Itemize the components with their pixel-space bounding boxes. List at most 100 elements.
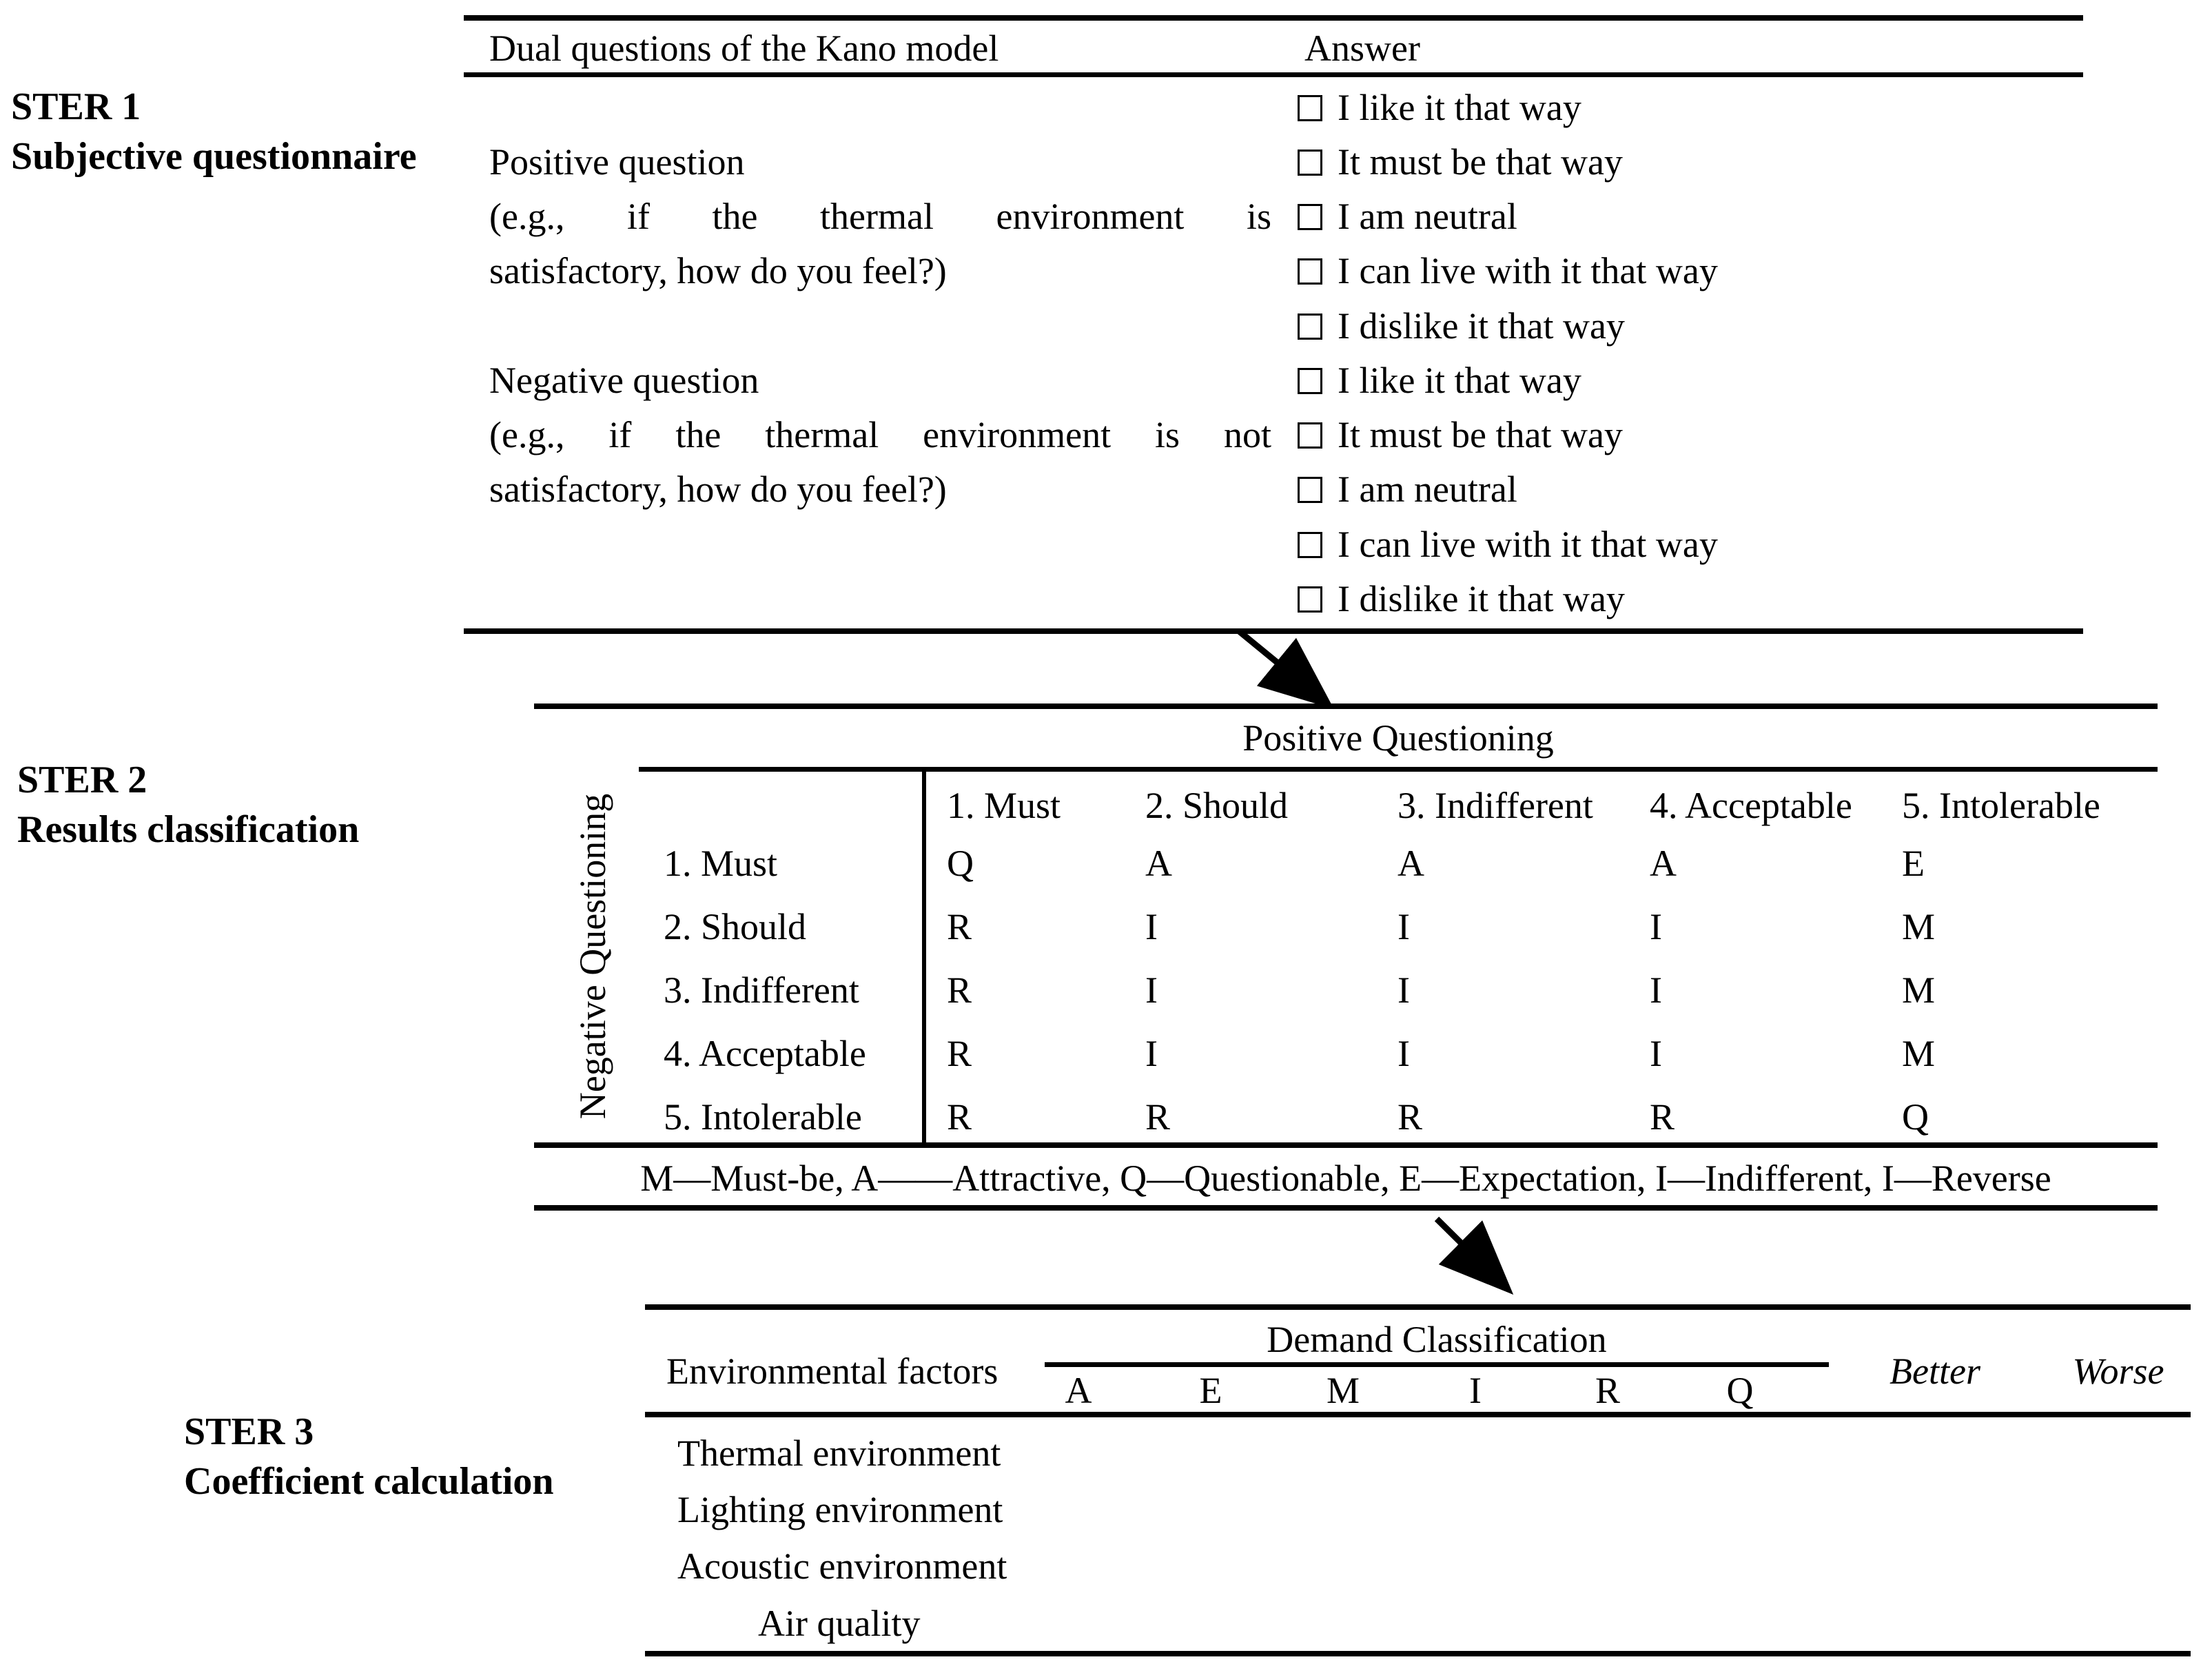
answer-option-label: I can live with it that way <box>1338 250 1718 291</box>
matrix-col-header: 5. Intolerable <box>1902 785 2100 826</box>
answer-option-row: I like it that way <box>1298 353 1581 408</box>
step3-subtitle: Coefficient calculation <box>184 1460 554 1503</box>
factor-row: Thermal environment <box>677 1432 1001 1474</box>
matrix-cell: R <box>947 969 972 1011</box>
matrix-cell: M <box>1902 906 1936 947</box>
negative-question-line1: (e.g., if the thermal environment is not <box>489 414 1271 455</box>
matrix-cell: A <box>1650 843 1677 884</box>
matrix-cell: I <box>1650 1033 1662 1074</box>
worse-column-header: Worse <box>2072 1350 2164 1392</box>
answer-option-label: I can live with it that way <box>1338 524 1718 565</box>
matrix-row-header: 2. Should <box>664 906 807 947</box>
answer-option-label: I like it that way <box>1338 87 1581 128</box>
answer-option-label: It must be that way <box>1338 141 1623 183</box>
checkbox-icon <box>1298 204 1322 230</box>
step3-label: STER 3 Coefficient calculation <box>184 1407 554 1506</box>
step1-label: STER 1 Subjective questionnaire <box>11 82 417 181</box>
matrix-cell: Q <box>1902 1096 1929 1138</box>
answer-option-row: It must be that way <box>1298 134 1623 189</box>
table1-col1-header: Dual questions of the Kano model <box>489 28 999 69</box>
step1-title: STER 1 <box>11 85 141 128</box>
table1-top-border <box>464 15 2083 21</box>
matrix-cell: I <box>1145 906 1158 947</box>
table3-bottom-border <box>645 1651 2191 1656</box>
matrix-cell: I <box>1650 969 1662 1011</box>
negative-question-line2: satisfactory, how do you feel?) <box>489 469 947 510</box>
checkbox-icon <box>1298 95 1322 121</box>
factor-row: Acoustic environment <box>677 1545 1007 1587</box>
matrix-cell: M <box>1902 1033 1936 1074</box>
matrix-row-header: 3. Indifferent <box>664 969 859 1011</box>
factor-row: Lighting environment <box>677 1489 1003 1530</box>
checkbox-icon <box>1298 314 1322 340</box>
matrix-row-header: 5. Intolerable <box>664 1096 862 1138</box>
matrix-col-header: 1. Must <box>947 785 1061 826</box>
table1-bottom-border <box>464 628 2083 634</box>
answer-option-label: I am neutral <box>1338 196 1517 237</box>
matrix-col-header: 2. Should <box>1145 785 1289 826</box>
positive-question-line2: satisfactory, how do you feel?) <box>489 250 947 291</box>
matrix-cell: A <box>1397 843 1424 884</box>
table3-header-rule <box>645 1412 2191 1417</box>
step1-subtitle: Subjective questionnaire <box>11 135 417 178</box>
negative-questioning-axis-label: Negative Questioning <box>572 793 613 1120</box>
checkbox-icon <box>1298 586 1322 613</box>
matrix-cell: I <box>1397 1033 1410 1074</box>
table3-top-border <box>645 1304 2191 1310</box>
answer-option-row: I can live with it that way <box>1298 517 1718 572</box>
matrix-cell: R <box>947 906 972 947</box>
class-letter-header: R <box>1595 1370 1621 1411</box>
class-letter-header: E <box>1199 1370 1222 1411</box>
matrix-cell: R <box>1397 1096 1423 1138</box>
table2-top-border <box>534 703 2158 709</box>
class-letter-header: Q <box>1726 1370 1754 1411</box>
demand-classification-rule <box>1045 1362 1829 1367</box>
matrix-col-header: 3. Indifferent <box>1397 785 1593 826</box>
answer-option-label: I dislike it that way <box>1338 305 1625 347</box>
matrix-cell: I <box>1397 906 1410 947</box>
checkbox-icon <box>1298 422 1322 449</box>
matrix-cell: R <box>947 1096 972 1138</box>
matrix-cell: Q <box>947 843 974 884</box>
step2-subtitle: Results classification <box>17 808 360 851</box>
step2-label: STER 2 Results classification <box>17 755 359 854</box>
factor-row: Air quality <box>758 1603 921 1644</box>
table2-bottom-border <box>534 1205 2158 1211</box>
matrix-cell: R <box>1145 1096 1171 1138</box>
matrix-row-header: 1. Must <box>664 843 778 884</box>
matrix-cell: I <box>1145 969 1158 1011</box>
matrix-cell: I <box>1650 906 1662 947</box>
matrix-cell: I <box>1145 1033 1158 1074</box>
answer-option-row: I dislike it that way <box>1298 571 1625 626</box>
matrix-col-header: 4. Acceptable <box>1650 785 1852 826</box>
class-letter-header: M <box>1326 1370 1360 1411</box>
negative-question-label: Negative question <box>489 360 759 401</box>
answer-option-row: I am neutral <box>1298 189 1517 244</box>
flow-arrow-step2-to-step3 <box>1434 1216 1514 1295</box>
class-letter-header: I <box>1469 1370 1482 1411</box>
matrix-cell: M <box>1902 969 1936 1011</box>
answer-option-row: I am neutral <box>1298 462 1517 517</box>
answer-option-label: I dislike it that way <box>1338 578 1625 619</box>
answer-option-label: It must be that way <box>1338 414 1623 455</box>
checkbox-icon <box>1298 258 1322 285</box>
answer-option-row: I like it that way <box>1298 80 1581 135</box>
table1-header-rule <box>464 72 2083 77</box>
matrix-legend: M—Must-be, A——Attractive, Q—Questionable… <box>640 1158 2051 1199</box>
positive-question-label: Positive question <box>489 141 745 183</box>
matrix-cell: A <box>1145 843 1172 884</box>
answer-option-row: It must be that way <box>1298 407 1623 462</box>
answer-option-row: I can live with it that way <box>1298 243 1718 298</box>
checkbox-icon <box>1298 532 1322 558</box>
matrix-cell: R <box>947 1033 972 1074</box>
step3-title: STER 3 <box>184 1410 314 1453</box>
matrix-cell: E <box>1902 843 1925 884</box>
table2-header-rule <box>639 767 2158 772</box>
table1-col2-header: Answer <box>1304 28 1420 69</box>
flow-arrow-step1-to-step2 <box>1237 628 1334 710</box>
matrix-cell: I <box>1397 969 1410 1011</box>
positive-questioning-axis-label: Positive Questioning <box>1242 717 1554 759</box>
table2-matrix-bottom-rule <box>534 1142 2158 1148</box>
answer-option-row: I dislike it that way <box>1298 298 1625 353</box>
